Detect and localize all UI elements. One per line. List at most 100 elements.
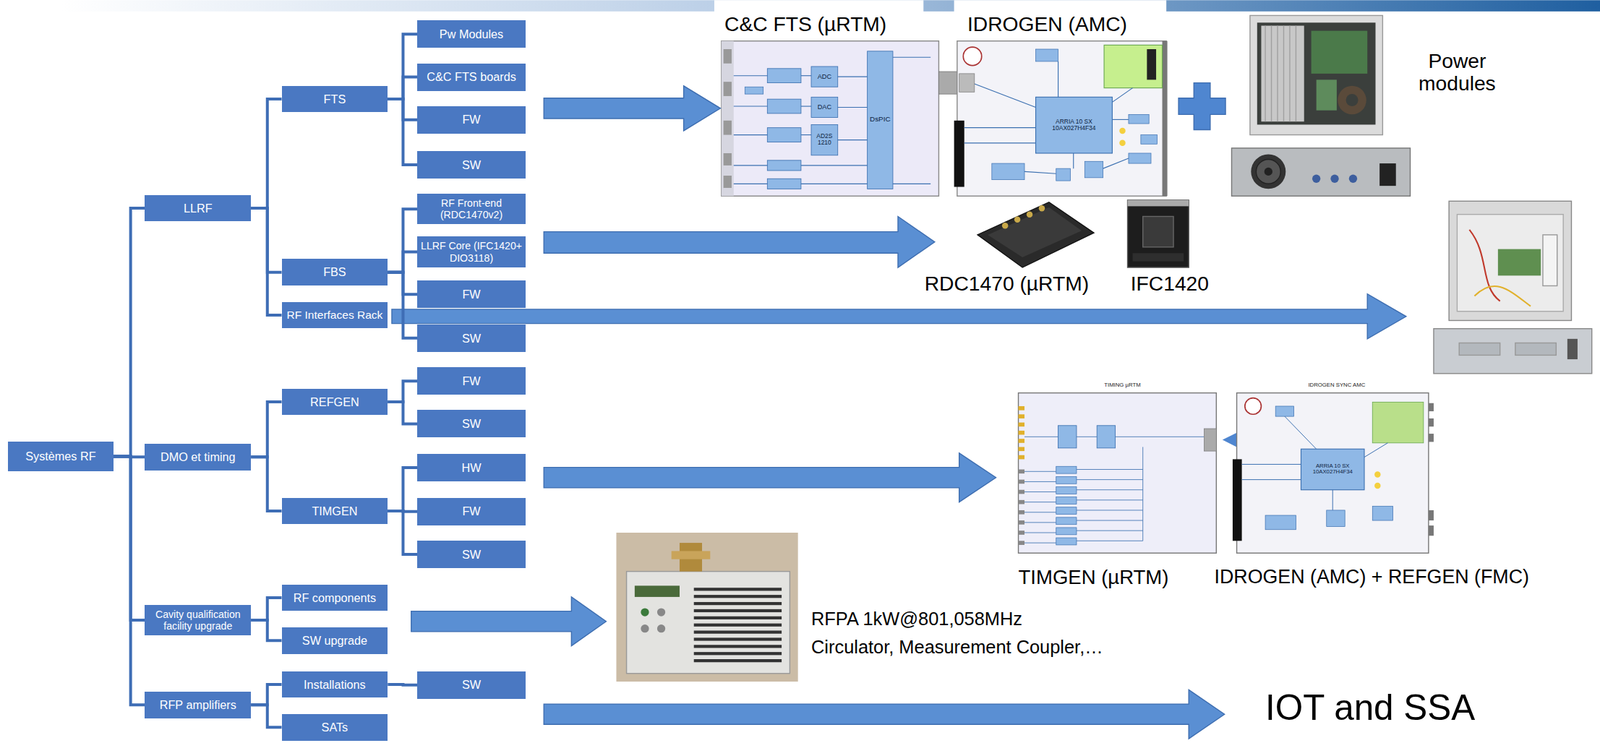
tree-connector [250, 704, 282, 728]
idrogen-sync-diagram-part [1245, 398, 1262, 416]
timing-urtm-diagram-part-part [1024, 491, 1057, 493]
timing-urtm-diagram-part-part [1024, 511, 1057, 513]
tree-connector [387, 99, 418, 165]
ccfts-board-diagram-part [723, 49, 732, 64]
box-label: FTS [323, 92, 347, 107]
box-label: SW upgrade [302, 634, 368, 648]
timing-urtm-diagram-part-part [1018, 422, 1025, 428]
tree-box: SW [417, 324, 526, 353]
tree-connector [250, 620, 282, 641]
timing-urtm-diagram-part-part [1056, 517, 1077, 525]
power-module-photo-part [1260, 26, 1304, 123]
timing-urtm-diagram-part-part [1024, 501, 1057, 503]
timing-urtm-diagram [1018, 393, 1238, 554]
rfpa-photo-part [640, 624, 649, 633]
idrogen-sync-diagram-part [1428, 403, 1434, 536]
tree-box: Systèmes RF [7, 441, 113, 472]
box-label: SW [461, 331, 481, 346]
box-label: LLRF [183, 201, 213, 216]
timing-urtm-diagram-part [1058, 425, 1077, 449]
tree-connector [250, 456, 282, 512]
tree-connector [387, 77, 418, 100]
tree-connector [387, 252, 418, 273]
chip-name: ARRIA 10 SX 10AX027H4F34 [1300, 448, 1365, 490]
ccfts-board-diagram-part [723, 175, 732, 188]
timing-urtm-diagram-part-part [1024, 532, 1057, 533]
tree-connector [387, 272, 418, 339]
ccfts-board-diagram-part [733, 57, 931, 184]
figure-title: C&C FTS (µRTM) [724, 10, 919, 40]
power-module-photo-part [1337, 86, 1367, 115]
block-arrow-part [543, 216, 935, 268]
power-module-photo-part-part [1271, 26, 1272, 123]
tree-connector [387, 401, 418, 424]
box-label: RFP amplifiers [159, 698, 237, 713]
block-arrow-part [391, 294, 1407, 340]
timing-urtm-diagram-part-part [1056, 476, 1077, 484]
box-label: Installations [303, 678, 366, 692]
block-arrow-part [543, 453, 996, 503]
ccfts-board-diagram-part [811, 96, 838, 118]
rdc1470-photo-part [1002, 222, 1008, 229]
ccfts-board-diagram-part-part [892, 57, 931, 58]
idrogen-board-diagram-part-part [1103, 158, 1129, 169]
timing-urtm-diagram-part-part [1024, 481, 1057, 483]
idrogen-board-diagram-part-part [1072, 153, 1074, 169]
timing-urtm-diagram-part [1024, 436, 1204, 543]
rdc1470-photo-part [1014, 216, 1021, 222]
power-module-photo-part-part [1289, 26, 1290, 123]
tree-box: LLRF Core (IFC1420+ DIO3118) [417, 236, 526, 267]
timing-urtm-diagram-part-part [1056, 507, 1077, 515]
timing-urtm-diagram-part [1203, 428, 1217, 452]
idrogen-board-diagram-part [1128, 153, 1152, 164]
ccfts-board-diagram-part [721, 41, 734, 197]
box-label: RF Interfaces Rack [287, 308, 384, 322]
ccfts-board-diagram-part [811, 124, 838, 155]
idrogen-board-diagram-part [959, 73, 975, 92]
ccfts-board-diagram-part [767, 127, 802, 143]
power-rack-photo-part [1255, 159, 1281, 184]
timing-urtm-diagram-part-part [1018, 455, 1025, 460]
figure-title-text: IOT and SSA [1265, 688, 1475, 728]
idrogen-board-diagram-part-part [964, 142, 1037, 144]
box-label: FW [461, 374, 481, 389]
power-rack-photo-part [1379, 163, 1397, 186]
box-label: C&C FTS boards [426, 70, 516, 84]
idrogen-board-diagram-part [991, 163, 1025, 181]
idrogen-sync-diagram-part-part [1364, 443, 1388, 458]
rdc1470-photo-part [1038, 205, 1045, 212]
tree-box: SW [417, 671, 526, 700]
rfpa-photo-part [694, 587, 782, 663]
timing-urtm-diagram-part-part [1024, 436, 1059, 438]
chip-name-text: DsPIC [869, 115, 891, 124]
rfpa-photo-part-part [694, 652, 782, 656]
box-label: SW [461, 548, 481, 562]
ifc1420-photo-part [1127, 200, 1190, 268]
ccfts-board-diagram-part [811, 66, 838, 87]
box-label: REFGEN [310, 395, 360, 410]
tree-connector [250, 99, 282, 209]
idrogen-sync-diagram-part-part [1242, 479, 1302, 481]
timing-urtm-diagram-part-part [1076, 520, 1144, 522]
idrogen-board-diagram-part [1119, 140, 1125, 147]
timing-urtm-diagram-part-part [1024, 471, 1057, 473]
box-label: Pw Modules [439, 27, 504, 42]
idrogen-sync-diagram-part-part [1332, 490, 1334, 511]
rfpa-photo-part-part [694, 623, 782, 627]
timing-urtm-diagram-part [1056, 466, 1077, 546]
idrogen-sync-diagram-part-part [1428, 418, 1434, 427]
power-rack-photo-part [1330, 174, 1339, 183]
rf-interfaces-photo-part [1542, 234, 1558, 287]
idrogen-board-diagram [954, 41, 1168, 197]
figure-title-text: C&C FTS (µRTM) [724, 13, 887, 36]
ccfts-board-diagram-part-part [801, 134, 812, 136]
figure-title-text: IDROGEN (AMC) + REFGEN (FMC) [1214, 566, 1530, 588]
rf-interfaces-photo [1448, 200, 1572, 321]
timing-urtm-diagram-part-part [1076, 436, 1097, 438]
idrogen-sync-diagram-part [1300, 448, 1365, 490]
figure-title: IDROGEN (AMC) [967, 10, 1162, 40]
chip-name-text: AD2S 1210 [811, 133, 838, 147]
chip-name-text: ARRIA 10 SX 10AX027H4F34 [1036, 118, 1113, 133]
rfpa-photo-part-part [694, 616, 782, 620]
